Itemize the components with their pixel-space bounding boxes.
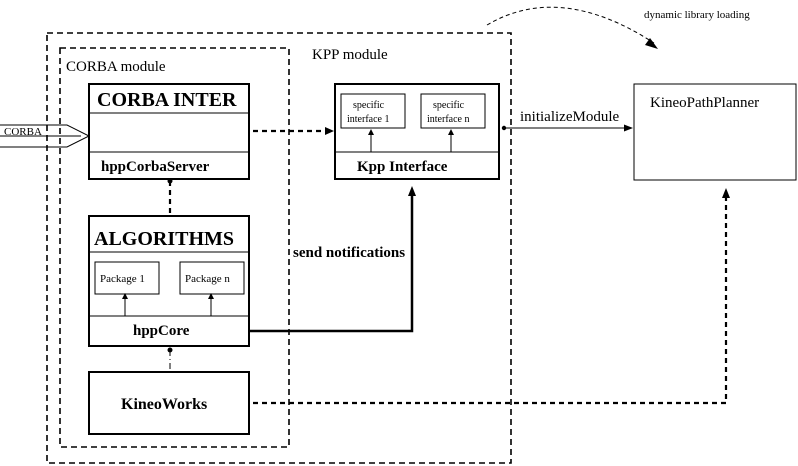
- specific-interface-1-line1: specific: [353, 100, 385, 111]
- kineoworks-box: [88, 371, 250, 435]
- package-1-label: Package 1: [100, 273, 145, 285]
- dynamic-loading-curve: [486, 6, 655, 44]
- corba-inter-title: CORBA INTER: [97, 89, 237, 111]
- specific-interface-n-line1: specific: [433, 100, 465, 111]
- corba-input-label: CORBA: [4, 126, 42, 138]
- algorithms-title: ALGORITHMS: [94, 228, 234, 250]
- kineoworks-kpp-planner-arrowhead: [722, 188, 730, 198]
- kineopathplanner-label: KineoPathPlanner: [650, 95, 759, 111]
- corba-module-frame: [59, 47, 290, 448]
- package-1-box: [94, 261, 160, 295]
- corba-module-title: CORBA module: [66, 59, 166, 75]
- hpp-core-label: hppCore: [133, 323, 190, 339]
- send-notifications-label: send notifications: [293, 245, 405, 261]
- initialize-module-dot: [501, 125, 507, 131]
- specific-interface-n-line2: interface n: [427, 114, 469, 125]
- algorithms-kineoworks-dot: [167, 347, 173, 353]
- dynamic-loading-label: dynamic library loading: [644, 9, 750, 21]
- hpp-corba-server-label: hppCorbaServer: [101, 159, 210, 175]
- initialize-module-label: initializeModule: [520, 109, 619, 125]
- initialize-module-arrowhead: [624, 124, 633, 132]
- package-n-box: [179, 261, 245, 295]
- specific-interface-1-box: [340, 93, 406, 129]
- kpp-module-title: KPP module: [312, 47, 388, 63]
- kpp-interface-label: Kpp Interface: [357, 159, 448, 175]
- kineoworks-label: KineoWorks: [121, 396, 207, 413]
- dynamic-loading-arrowhead: [645, 38, 658, 49]
- specific-interface-1-line2: interface 1: [347, 114, 389, 125]
- corba-kpp-arrowhead: [325, 127, 334, 135]
- kpp-module-frame: [46, 32, 512, 464]
- package-n-label: Package n: [185, 273, 230, 285]
- corba-inter-box: CORBA INTER hppCorbaServer: [88, 83, 250, 180]
- algorithms-box: ALGORITHMS Package 1 Package n hppCore: [88, 215, 250, 347]
- kineoworks-kpp-planner-link: [253, 197, 728, 405]
- send-notifications-link: [249, 195, 414, 333]
- send-notifications-arrowhead: [408, 186, 416, 196]
- kineopathplanner-box: [633, 83, 797, 181]
- corba-algorithms-dot: [167, 178, 173, 184]
- corba-input-arrow: CORBA: [0, 124, 91, 148]
- kpp-interface-box: specific interface 1 specific interface …: [334, 83, 500, 180]
- specific-interface-n-box: [420, 93, 486, 129]
